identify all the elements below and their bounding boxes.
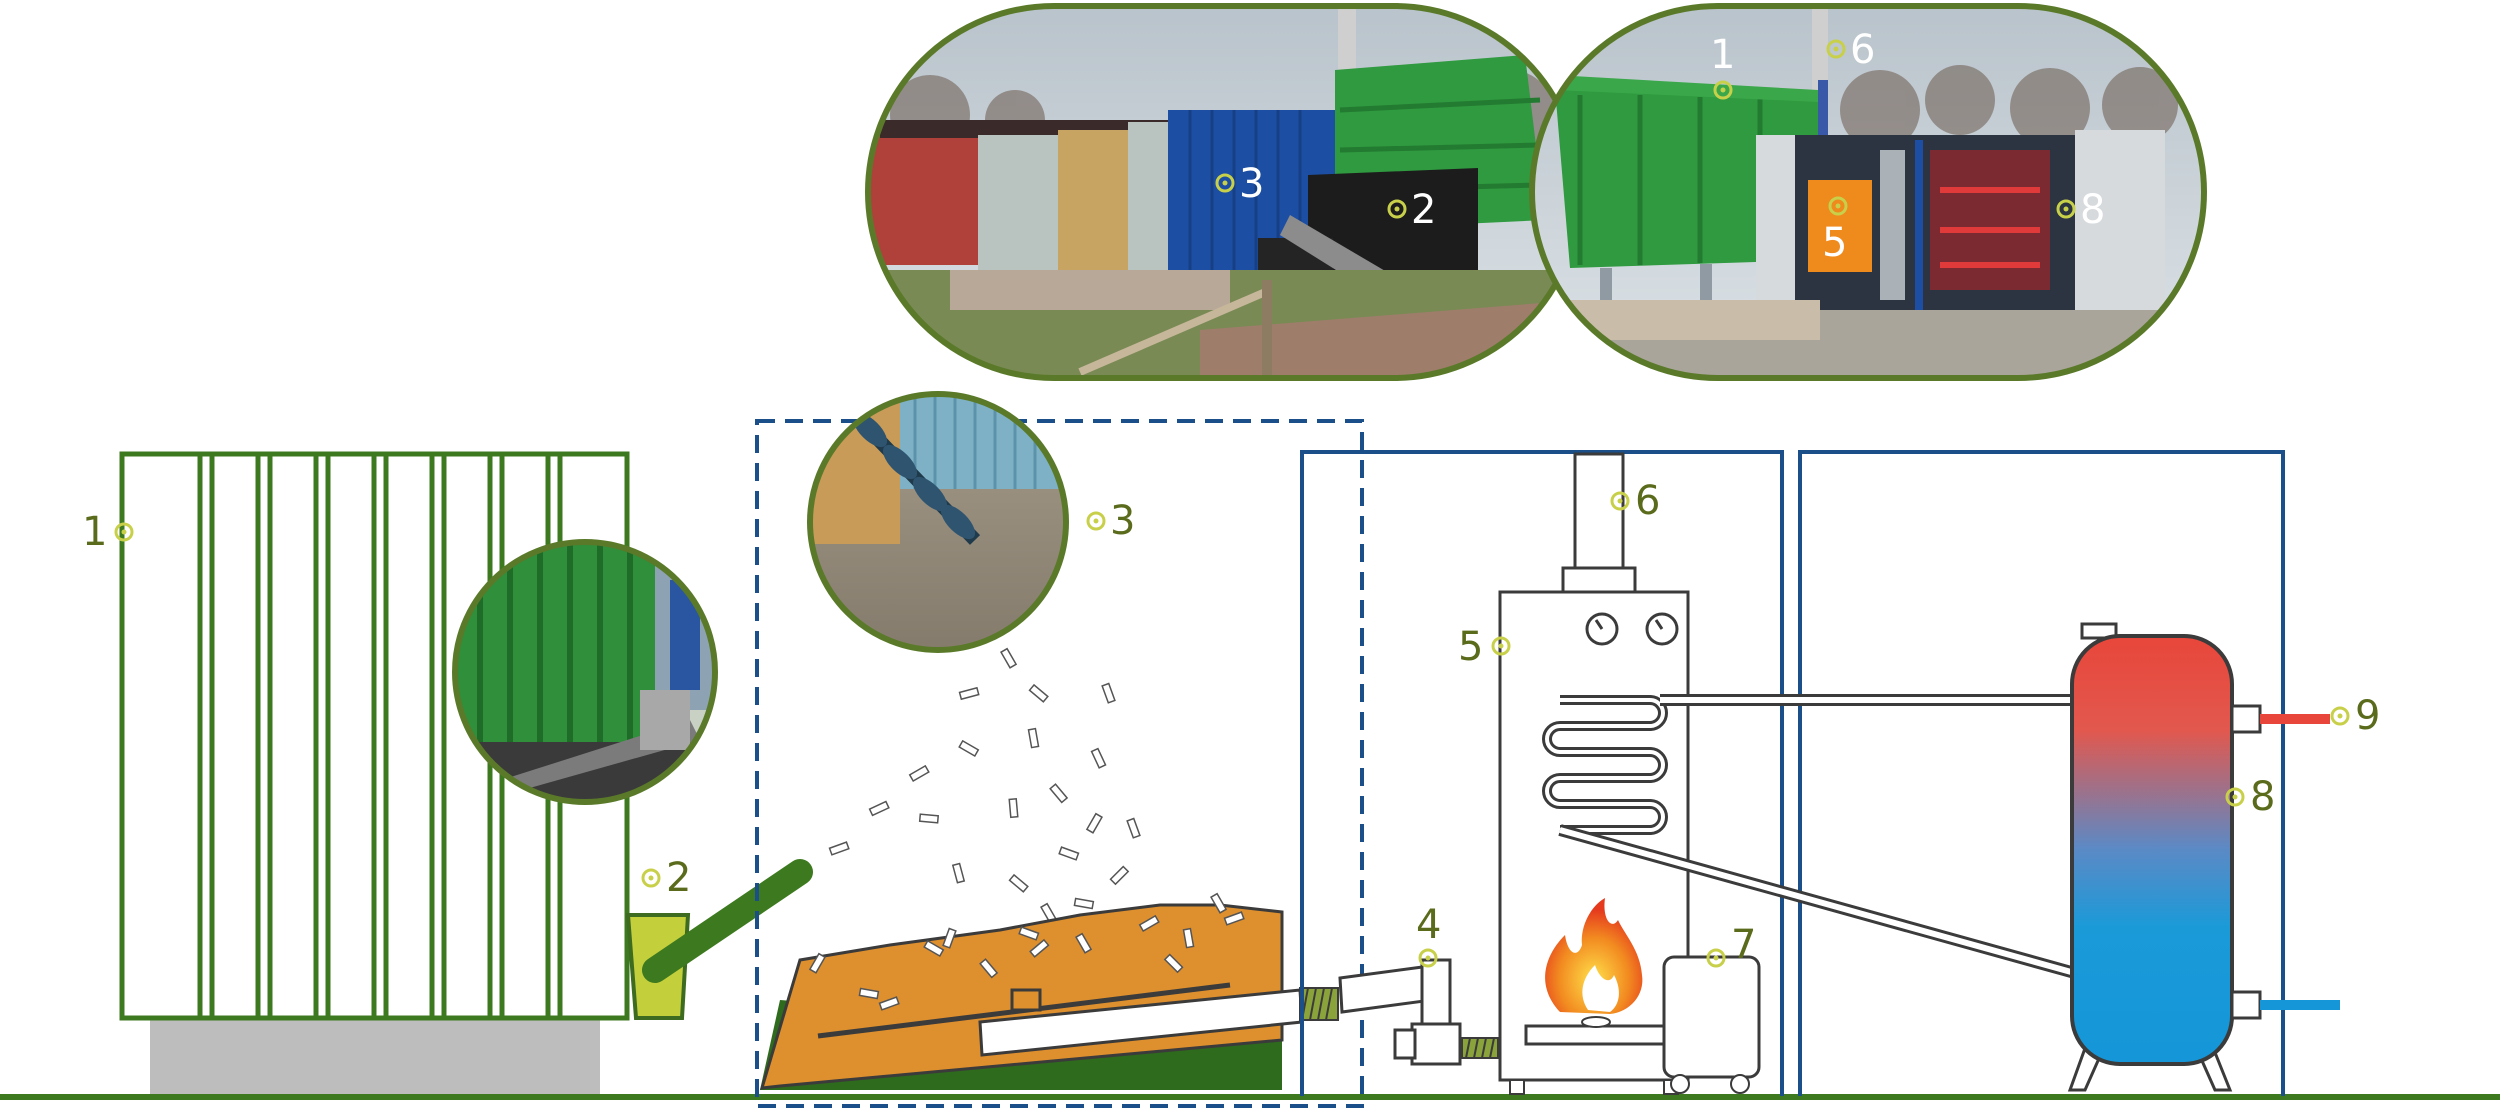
- photo-boiler-box: [1808, 180, 1872, 272]
- label-feeder: 4: [1416, 902, 1441, 948]
- photo-label-chimney: 6: [1850, 27, 1875, 73]
- label-boiler: 5: [1458, 624, 1483, 670]
- hot-water-storage-tank: [2067, 622, 2340, 1092]
- label-chimney: 6: [1635, 478, 1660, 524]
- boiler: [1498, 590, 1690, 1095]
- photo-label-auger: 3: [1239, 161, 1264, 207]
- flying-wood-chips: [828, 647, 1141, 924]
- photo-label-boiler: 5: [1822, 220, 1847, 266]
- feed-auger-tube: [978, 987, 1339, 1057]
- stoker-feeder: [1338, 958, 1499, 1066]
- feed-hopper: [625, 859, 813, 1020]
- storage-room-frame: [1798, 450, 2285, 1096]
- label-container: 1: [82, 509, 107, 555]
- chimney: [1561, 452, 1637, 594]
- fuel-bunker: [759, 892, 1284, 1090]
- container-detail-photo: [452, 539, 718, 805]
- photo-label-hopper: 2: [1411, 187, 1436, 233]
- heating-pipes: [1558, 694, 2084, 981]
- ground-line: [0, 1094, 2500, 1100]
- flame-icon: [1545, 898, 1643, 1014]
- photo-label-container: 1: [1710, 32, 1735, 78]
- boiler-room-frame: [1300, 450, 1784, 1096]
- label-hot-water-out: 9: [2355, 693, 2380, 739]
- photo-label-storage-tank: 8: [2080, 187, 2105, 233]
- label-storage-tank: 8: [2250, 774, 2275, 820]
- auger-photo: [807, 391, 1069, 653]
- label-pump-unit: 7: [1731, 922, 1756, 968]
- container-base: [150, 1018, 600, 1094]
- label-hopper: 2: [666, 855, 691, 901]
- label-auger: 3: [1110, 498, 1135, 544]
- pump-unit: [1662, 955, 1761, 1094]
- marker-icons: [114, 39, 2350, 968]
- site-photo-left: [865, 3, 1583, 381]
